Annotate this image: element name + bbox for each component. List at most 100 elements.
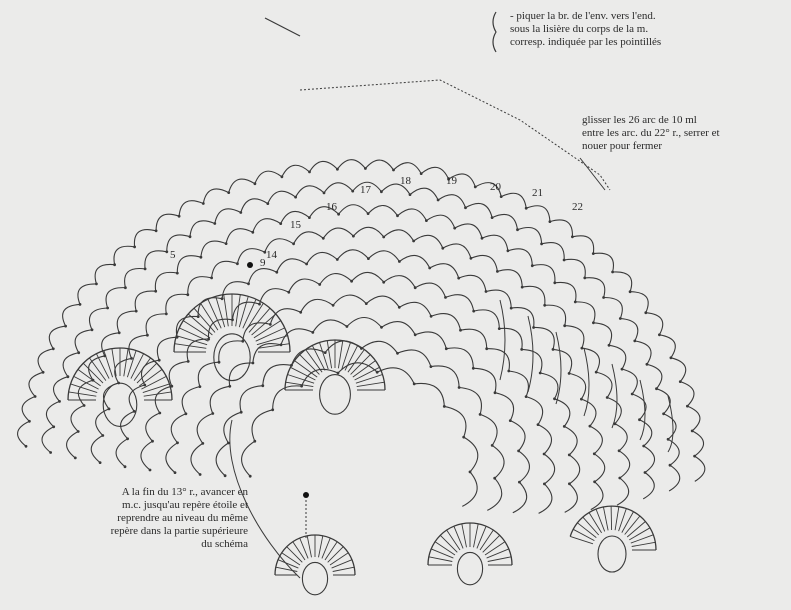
shell-arc bbox=[191, 443, 203, 474]
shell-arc bbox=[446, 295, 474, 311]
fan-stitch bbox=[573, 529, 594, 540]
fan-stitch bbox=[287, 375, 314, 384]
stitch-dot bbox=[126, 437, 129, 440]
stitch-dot bbox=[367, 212, 370, 215]
stitch-dot bbox=[644, 471, 647, 474]
fan-stitch bbox=[338, 341, 342, 369]
stitch-dot bbox=[593, 452, 596, 455]
stitch-dot bbox=[227, 191, 230, 194]
stitch-dot bbox=[95, 283, 98, 286]
shell-arc bbox=[473, 368, 496, 392]
shell-arc bbox=[495, 393, 514, 421]
shell-arc bbox=[687, 406, 700, 431]
stitch-dot bbox=[518, 481, 521, 484]
stitch-dot bbox=[346, 325, 349, 328]
stitch-dot bbox=[118, 331, 121, 334]
stitch-dot bbox=[151, 440, 154, 443]
shell-arc bbox=[177, 256, 201, 273]
stitch-dot bbox=[553, 281, 556, 284]
stitch-dot bbox=[414, 333, 417, 336]
stitch-dot bbox=[318, 283, 321, 286]
shell-arc bbox=[532, 265, 555, 283]
stitch-dot bbox=[247, 282, 250, 285]
stitch-dot bbox=[662, 412, 665, 415]
fan-stitch bbox=[104, 351, 113, 378]
hanging-chain bbox=[640, 380, 645, 440]
fan-stitch bbox=[603, 507, 608, 531]
stitch-dot bbox=[437, 199, 440, 202]
shell-arc bbox=[565, 326, 584, 348]
stitch-dot bbox=[481, 237, 484, 240]
shell-arc bbox=[129, 335, 147, 358]
shell-arc bbox=[466, 203, 493, 217]
fan-stitch bbox=[127, 351, 136, 378]
stitch-dot bbox=[595, 371, 598, 374]
shell-arc bbox=[240, 386, 263, 413]
stitch-dot bbox=[474, 186, 477, 189]
stitch-dot bbox=[67, 375, 70, 378]
fan-stitch bbox=[224, 295, 229, 327]
stitch-dot bbox=[525, 207, 528, 210]
shell-arc bbox=[53, 377, 67, 402]
stitch-dot bbox=[202, 202, 205, 205]
stitch-dot bbox=[178, 215, 181, 218]
stitch-dot bbox=[507, 249, 510, 252]
fan-stitch bbox=[256, 328, 285, 341]
fan-stitch bbox=[431, 549, 453, 558]
stitch-dot bbox=[176, 272, 179, 275]
stitch-dot bbox=[213, 222, 216, 225]
shell-arc bbox=[307, 252, 338, 264]
stitch-dot bbox=[574, 301, 577, 304]
fan-stitch bbox=[622, 512, 634, 533]
fan-stitch bbox=[627, 521, 645, 537]
stitch-dot bbox=[351, 190, 354, 193]
shell-arc bbox=[42, 427, 54, 453]
stitch-dot bbox=[281, 175, 284, 178]
shell-arc bbox=[368, 205, 397, 215]
shell-arc bbox=[190, 221, 215, 237]
shell-arc bbox=[399, 302, 431, 316]
round-number: 15 bbox=[290, 219, 302, 231]
stitch-dot bbox=[52, 425, 55, 428]
stitch-dot bbox=[189, 235, 192, 238]
stitch-dot bbox=[365, 302, 368, 305]
shell-arc bbox=[593, 323, 611, 346]
shell-arc bbox=[384, 276, 416, 288]
shell-arc bbox=[492, 445, 504, 478]
fan-stitch bbox=[596, 509, 605, 531]
shell-arc bbox=[617, 478, 629, 505]
stitch-dot bbox=[509, 419, 512, 422]
annotation-top: - piquer la br. de l'env. vers l'end. so… bbox=[510, 10, 661, 49]
stitch-dot bbox=[532, 326, 535, 329]
shell-arc bbox=[347, 317, 382, 327]
fan-stitch bbox=[611, 506, 612, 530]
shell-arc bbox=[569, 373, 586, 399]
shell-arc bbox=[590, 426, 602, 454]
shell-arc bbox=[155, 272, 177, 291]
shell-arc bbox=[569, 455, 579, 484]
fan-stitch bbox=[357, 382, 385, 386]
shell-arc bbox=[497, 270, 522, 287]
shell-arc bbox=[302, 369, 338, 386]
stitch-dot bbox=[441, 247, 444, 250]
stitch-dot bbox=[165, 313, 168, 316]
fan-stitch bbox=[208, 299, 221, 328]
shell-arc bbox=[545, 305, 566, 326]
fan-stitch bbox=[239, 296, 248, 327]
shell-arc bbox=[215, 209, 241, 224]
shell-arc bbox=[324, 183, 353, 193]
stitch-dot bbox=[382, 281, 385, 284]
stitch-dot bbox=[516, 228, 519, 231]
shell-arc bbox=[585, 278, 605, 298]
shell-arc bbox=[224, 412, 241, 443]
stitch-dot bbox=[679, 380, 682, 383]
stitch-dot bbox=[210, 277, 213, 280]
stitch-dot bbox=[224, 474, 227, 477]
shell-arc bbox=[572, 236, 593, 254]
stitch-dot bbox=[420, 172, 423, 175]
stitch-dot bbox=[580, 398, 583, 401]
shell-arc bbox=[114, 246, 135, 264]
shell-arc bbox=[63, 304, 80, 326]
shell-arc bbox=[242, 441, 255, 476]
shell-arc bbox=[430, 264, 459, 278]
